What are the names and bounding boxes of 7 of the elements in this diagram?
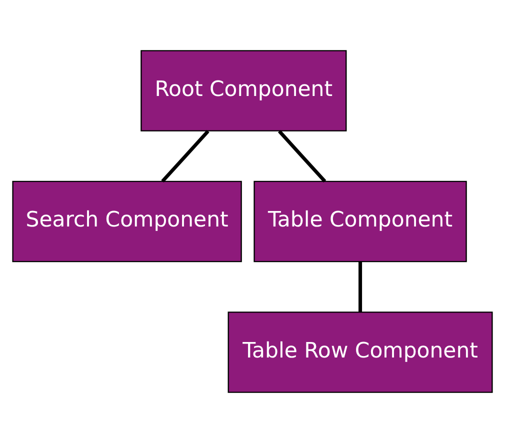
node-box: Root Component xyxy=(140,50,347,132)
connector xyxy=(278,130,326,183)
node-box: Table Row Component xyxy=(228,312,493,393)
node-box: Table Component xyxy=(254,180,467,262)
connector xyxy=(161,130,210,183)
connector xyxy=(358,262,362,312)
node-box: Search Component xyxy=(12,180,242,262)
